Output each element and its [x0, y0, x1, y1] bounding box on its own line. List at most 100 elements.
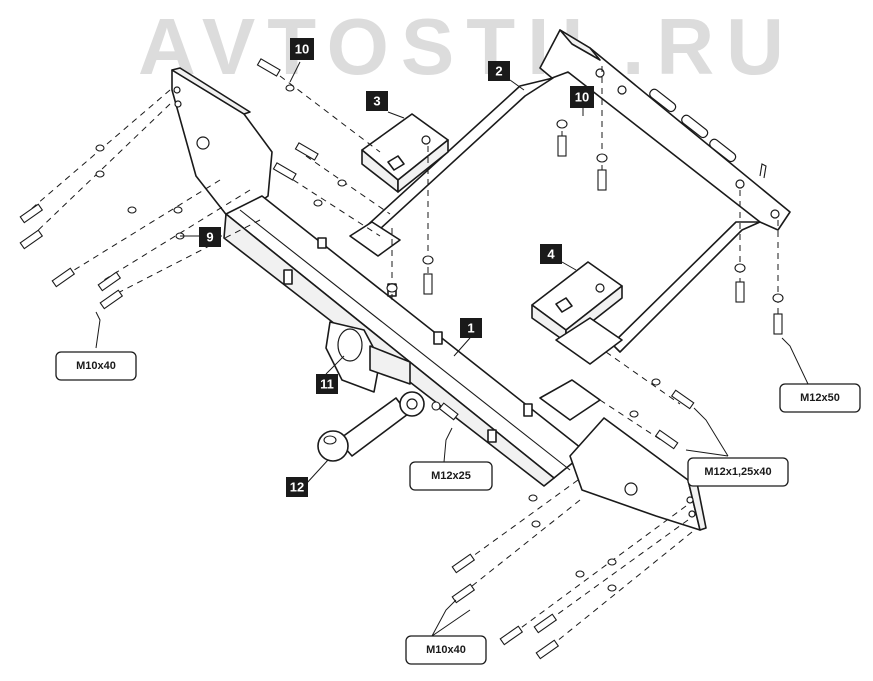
- clamp-nut: [387, 155, 405, 171]
- socket-hole: [337, 328, 363, 362]
- callout-3-text: 3: [373, 94, 380, 109]
- leader-4: [561, 261, 577, 271]
- leader-3: [387, 111, 405, 119]
- beam-top-face: [225, 195, 587, 479]
- bolt-icon: [97, 271, 122, 292]
- m12x25-bolt: [431, 401, 459, 421]
- clamp-hole: [595, 283, 605, 293]
- callout-1-text: 1: [467, 321, 474, 336]
- bolt-icon: [535, 639, 560, 660]
- label-m12x25: [409, 461, 493, 491]
- bolt-icon: [533, 613, 558, 634]
- label-m12x125x40: [687, 457, 789, 487]
- beam-tab: [487, 429, 497, 443]
- tow-ball: [317, 391, 425, 462]
- washer-icon: [337, 179, 347, 187]
- callout-11: [316, 374, 338, 394]
- dash-guide: [605, 351, 681, 405]
- leader-1: [453, 337, 471, 357]
- dash-guide: [543, 519, 689, 625]
- callout-4-text: 4: [547, 247, 555, 262]
- washer-icon: [772, 293, 784, 303]
- label-m12x25-text: M12x25: [431, 470, 471, 482]
- leader-m12x125x40: [685, 407, 729, 457]
- leader-10-top: [289, 61, 301, 83]
- right-side-fasteners: [599, 351, 695, 450]
- bolt-icon: [557, 135, 567, 157]
- left-bracket-hole: [196, 136, 210, 150]
- dash-guide: [461, 499, 581, 595]
- right-bracket-hole: [624, 482, 638, 496]
- washer-icon: [556, 119, 568, 129]
- label-m12x125x40-text: M12x1,25x40: [704, 466, 771, 478]
- frame-hole: [770, 209, 780, 219]
- dash-guide: [283, 173, 381, 237]
- washer-icon: [575, 570, 585, 578]
- washer-icon: [173, 206, 183, 214]
- right-bracket-bolt-hole: [686, 496, 694, 504]
- frame-right-rod: [611, 221, 761, 353]
- bolt-icon: [773, 313, 783, 335]
- frame-stud: [759, 163, 767, 179]
- left-connector: [349, 221, 401, 257]
- washer-icon: [528, 494, 538, 502]
- washer-icon: [95, 144, 105, 152]
- bolt-icon: [294, 142, 319, 161]
- leader-11: [325, 355, 345, 375]
- label-m10x40-left-text: M10x40: [76, 360, 116, 372]
- leader-m12x50: [781, 337, 809, 385]
- tow-ball-flange-hole: [406, 398, 418, 410]
- washer-icon: [95, 170, 105, 178]
- beam-tab: [433, 331, 443, 345]
- clamp-hole: [421, 135, 431, 145]
- callout-11-text: 11: [320, 377, 334, 392]
- beam-tab: [523, 403, 533, 417]
- callout-12-text: 12: [290, 480, 304, 495]
- left-bracket-edge: [171, 67, 251, 115]
- frame-slot: [649, 88, 677, 113]
- bolt-icon: [19, 203, 44, 224]
- washer-icon: [531, 520, 541, 528]
- callout-10-right-text: 10: [575, 90, 589, 105]
- leader-m12x25: [443, 427, 453, 463]
- bolt-icon: [451, 583, 476, 604]
- bolt-icon: [19, 229, 44, 250]
- dash-guide: [57, 179, 221, 281]
- washer-icon: [734, 263, 746, 273]
- washer-icon: [127, 206, 137, 214]
- leader-2: [509, 79, 525, 91]
- bolt-icon: [51, 267, 76, 288]
- bolt-icon: [654, 429, 679, 450]
- beam-tab: [317, 237, 327, 249]
- socket-mount: [369, 345, 411, 385]
- frame-hole: [735, 179, 745, 189]
- label-m10x40-bottom: [405, 635, 487, 665]
- bolt-icon: [735, 281, 745, 303]
- callout-10-top: [290, 38, 314, 60]
- washer-icon: [431, 401, 441, 411]
- left-bracket-bolt-hole: [173, 86, 181, 94]
- dash-guide: [107, 219, 261, 299]
- washer-icon: [422, 255, 434, 265]
- callout-3: [366, 91, 388, 111]
- callout-9: [199, 227, 221, 247]
- dash-guide: [461, 479, 579, 565]
- bolt-icon: [256, 58, 281, 77]
- clamp-plate-front: [397, 139, 449, 193]
- beam-tab: [283, 269, 293, 285]
- fastener-labels: M10x40 M12x50 M12x25 M12x1,25x40 M10x40: [55, 351, 861, 665]
- dash-guide: [545, 531, 693, 651]
- leader-m10x40-left: [95, 311, 101, 349]
- beam-edge-line: [239, 209, 571, 471]
- dash-guide: [279, 75, 381, 153]
- top-left-fasteners: [256, 58, 391, 237]
- main-crossbeam: [171, 67, 707, 531]
- tow-ball-sphere: [317, 430, 349, 462]
- frame-slot: [681, 114, 709, 139]
- callout-1: [460, 318, 482, 338]
- frame-hole: [617, 85, 627, 95]
- dash-guide: [509, 505, 687, 637]
- washer-icon: [386, 283, 398, 293]
- bolt-icon: [99, 289, 124, 310]
